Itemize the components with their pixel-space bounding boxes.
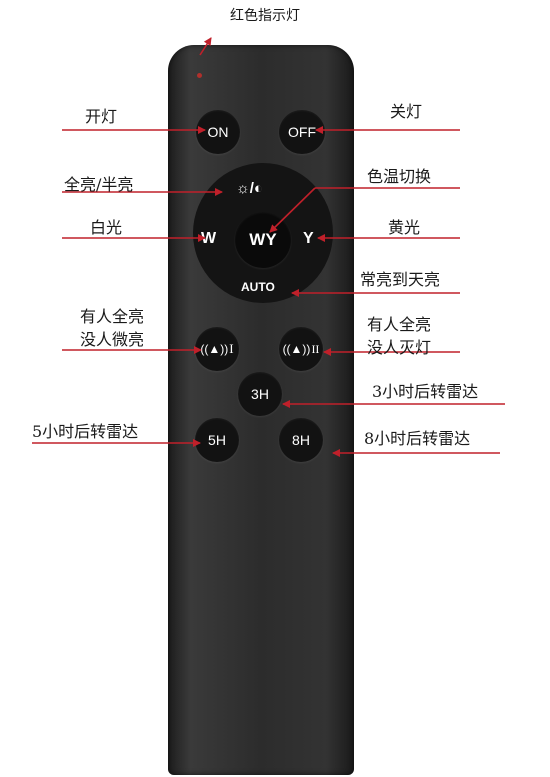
- y-button[interactable]: Y: [303, 230, 314, 247]
- label-off: 关灯: [390, 102, 423, 121]
- label-radar2-line2: 没人灭灯: [367, 338, 432, 357]
- label-color-temp: 色温切换: [367, 167, 432, 186]
- radar-1-suffix: I: [229, 341, 234, 356]
- label-indicator: 红色指示灯: [230, 8, 300, 24]
- indicator-pointer: [199, 37, 212, 56]
- radar-mode-2-button[interactable]: ((▲)) II: [279, 327, 323, 371]
- timer-5h-button[interactable]: 5H: [195, 418, 239, 462]
- radar-mode-1-button[interactable]: ((▲)) I: [195, 327, 239, 371]
- label-full-half: 全亮/半亮: [64, 175, 134, 194]
- label-white: 白光: [90, 218, 123, 237]
- label-radar2-line1: 有人全亮: [367, 315, 432, 334]
- label-on: 开灯: [85, 107, 118, 126]
- label-yellow: 黄光: [388, 218, 421, 237]
- indicator-led: [197, 73, 202, 78]
- label-radar1-line1: 有人全亮: [80, 307, 145, 326]
- radar-2-suffix: II: [311, 341, 320, 356]
- brightness-toggle-button[interactable]: ☼/◐: [236, 180, 263, 197]
- label-h3: 3小时后转雷达: [372, 382, 479, 401]
- color-temp-pointer: [269, 187, 316, 233]
- label-h8: 8小时后转雷达: [364, 429, 471, 448]
- timer-8h-button[interactable]: 8H: [279, 418, 323, 462]
- auto-button[interactable]: AUTO: [241, 280, 275, 294]
- label-h5: 5小时后转雷达: [32, 422, 139, 441]
- off-button[interactable]: OFF: [279, 110, 325, 154]
- label-auto: 常亮到天亮: [360, 270, 441, 289]
- label-radar1-line2: 没人微亮: [80, 330, 145, 349]
- radar-icon: ((▲)): [282, 342, 311, 356]
- radar-icon: ((▲)): [200, 342, 229, 356]
- timer-3h-button[interactable]: 3H: [238, 372, 282, 416]
